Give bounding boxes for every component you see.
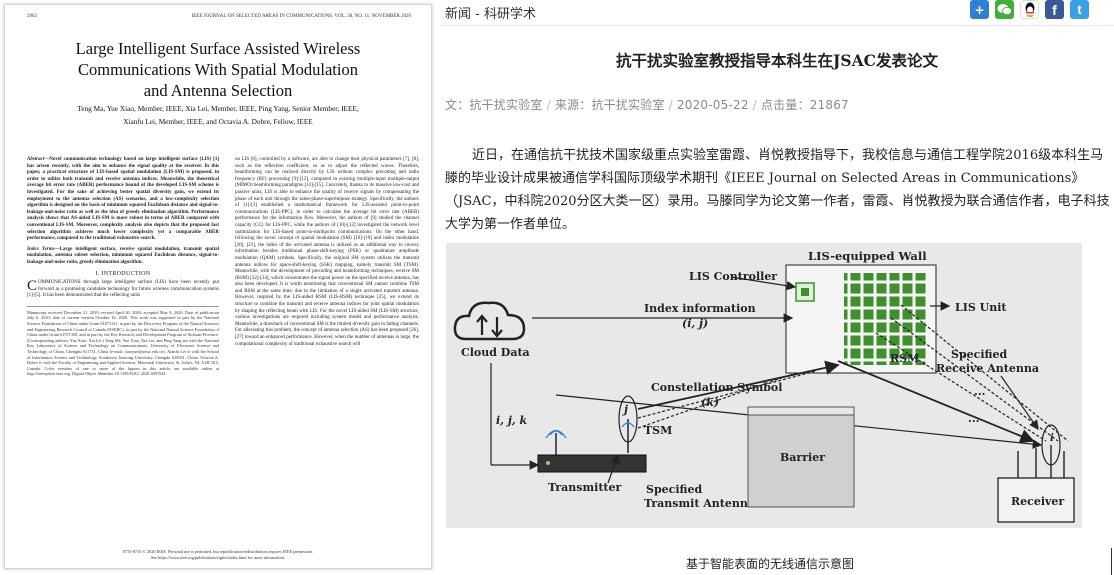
copyright-line: See https://www.ieee.org/publications/ri…: [150, 554, 286, 560]
specified-transmit-label-2: Transmit Antenna: [644, 497, 755, 510]
lis-wall-label: LIS-equipped Wall: [808, 249, 927, 263]
paper-authors: Teng Ma, Yue Xiao, Member, IEEE, Xia Lei…: [15, 102, 421, 128]
header-divider: [440, 25, 1114, 26]
paper-authors-line: Teng Ma, Yue Xiao, Member, IEEE, Xia Lei…: [77, 104, 359, 113]
specified-receive-label-1: Specified: [951, 348, 1008, 361]
paper-footnote: Manuscript received December 21, 2019; r…: [27, 305, 219, 377]
i-label: i: [1050, 433, 1054, 444]
paper-title-line: Large Intelligent Surface Assisted Wirel…: [75, 39, 361, 58]
abstract-text: Novel communication technology based on …: [27, 157, 219, 242]
paper-left-column: Abstract—Novel communication technology …: [27, 157, 219, 377]
intro-text: OMMUNICATIONS through large intelligent …: [27, 280, 219, 299]
figure-caption: 基于智能表面的无线通信示意图: [685, 557, 854, 571]
paper-page-number: 2962: [27, 14, 37, 19]
index-terms-text: Large intelligent surface, receive spati…: [27, 246, 219, 265]
index-information-label: Index information: [644, 302, 756, 315]
share-bar: + f t: [970, 0, 1089, 19]
cloud-data-icon: [453, 301, 526, 341]
barrier-label: Barrier: [780, 451, 825, 464]
dropcap: C: [27, 278, 38, 295]
receiver-label: Receiver: [1011, 495, 1064, 508]
j-label: j: [622, 403, 628, 416]
text-cursor: [1111, 548, 1112, 575]
lis-controller-label: LIS Controller: [689, 270, 777, 283]
rx-dots: ...: [968, 412, 980, 425]
paper-index-terms: Index Terms—Large intelligent surface, r…: [27, 247, 219, 267]
paper-abstract: Abstract—Novel communication technology …: [27, 157, 219, 243]
paper-page-image: 2962 IEEE JOURNAL ON SELECTED AREAS IN C…: [4, 4, 432, 569]
specified-transmit-label-1: Specified: [646, 483, 703, 496]
article-body: 近日，在通信抗干扰技术国家级重点实验室雷霞、肖悦教授指导下，我校信息与通信工程学…: [445, 148, 1110, 232]
system-diagram: LIS-equipped Wall LIS Controller LIS Uni…: [446, 243, 1082, 528]
specified-receive-label-2: Receive Antenna: [936, 362, 1039, 375]
abstract-label: Abstract—: [27, 157, 50, 162]
qq-icon[interactable]: [1020, 0, 1039, 19]
barrier-block: [747, 406, 855, 508]
cloud-data-label: Cloud Data: [461, 346, 530, 359]
transmit-antenna-j-icon: [618, 395, 638, 453]
plus-share-icon[interactable]: +: [970, 0, 989, 19]
meta-views: 点击量：21867: [760, 98, 849, 112]
rsm-label: RSM: [890, 352, 919, 365]
twitter-icon[interactable]: t: [1070, 0, 1089, 19]
transmitter-icon: [537, 429, 647, 473]
meta-author: 文：抗干扰实验室: [445, 98, 543, 112]
section-heading: I. INTRODUCTION: [95, 270, 151, 277]
article-meta: 文：抗干扰实验室/来源：抗干扰实验室/2020-05-22/点击量：21867: [445, 98, 849, 112]
paper-title: Large Intelligent Surface Assisted Wirel…: [5, 38, 431, 101]
facebook-icon[interactable]: f: [1045, 0, 1064, 19]
meta-source: 来源：抗干扰实验室: [554, 98, 665, 112]
paper-journal-header: IEEE JOURNAL ON SELECTED AREAS IN COMMUN…: [191, 14, 411, 19]
meta-date: 2020-05-22: [676, 98, 749, 112]
tsm-label: TSM: [644, 424, 672, 437]
article-title: 抗干扰实验室教授指导本科生在JSAC发表论文: [616, 51, 938, 70]
index-vars-label: (i, j): [682, 317, 708, 330]
transmitter-label: Transmitter: [548, 481, 621, 494]
paper-right-column: on LIS [6], controlled by a software, ar…: [235, 157, 419, 348]
paper-authors-line: Xianfu Lei, Member, IEEE, and Octavia A.…: [123, 117, 313, 126]
paper-title-line: Communications With Spatial Modulation: [78, 60, 358, 79]
rsm-dots: ...: [974, 385, 986, 398]
wechat-icon[interactable]: [995, 0, 1014, 19]
breadcrumb[interactable]: 新闻 - 科研学术: [445, 7, 536, 22]
copyright-line: 0733-8716 © 2020 IEEE. Personal use is p…: [122, 549, 314, 554]
paper-title-line: and Antenna Selection: [143, 81, 293, 100]
receiver-icon: [997, 424, 1075, 523]
paper-running-header: 2962 IEEE JOURNAL ON SELECTED AREAS IN C…: [27, 14, 411, 19]
lis-unit-label: LIS Unit: [955, 301, 1007, 314]
ijk-label: i, j, k: [496, 414, 527, 427]
lis-controller-chip-icon: [795, 282, 815, 302]
paper-right-text: on LIS [6], controlled by a software, ar…: [235, 157, 419, 347]
paper-copyright: 0733-8716 © 2020 IEEE. Personal use is p…: [25, 549, 411, 560]
news-article: 新闻 - 科研学术 + f t 抗干扰实验室教授指导本科生在JSAC发表论文 文…: [440, 0, 1114, 575]
system-diagram-svg: LIS-equipped Wall LIS Controller LIS Uni…: [453, 249, 1075, 523]
index-terms-label: Index Terms—: [27, 246, 60, 252]
